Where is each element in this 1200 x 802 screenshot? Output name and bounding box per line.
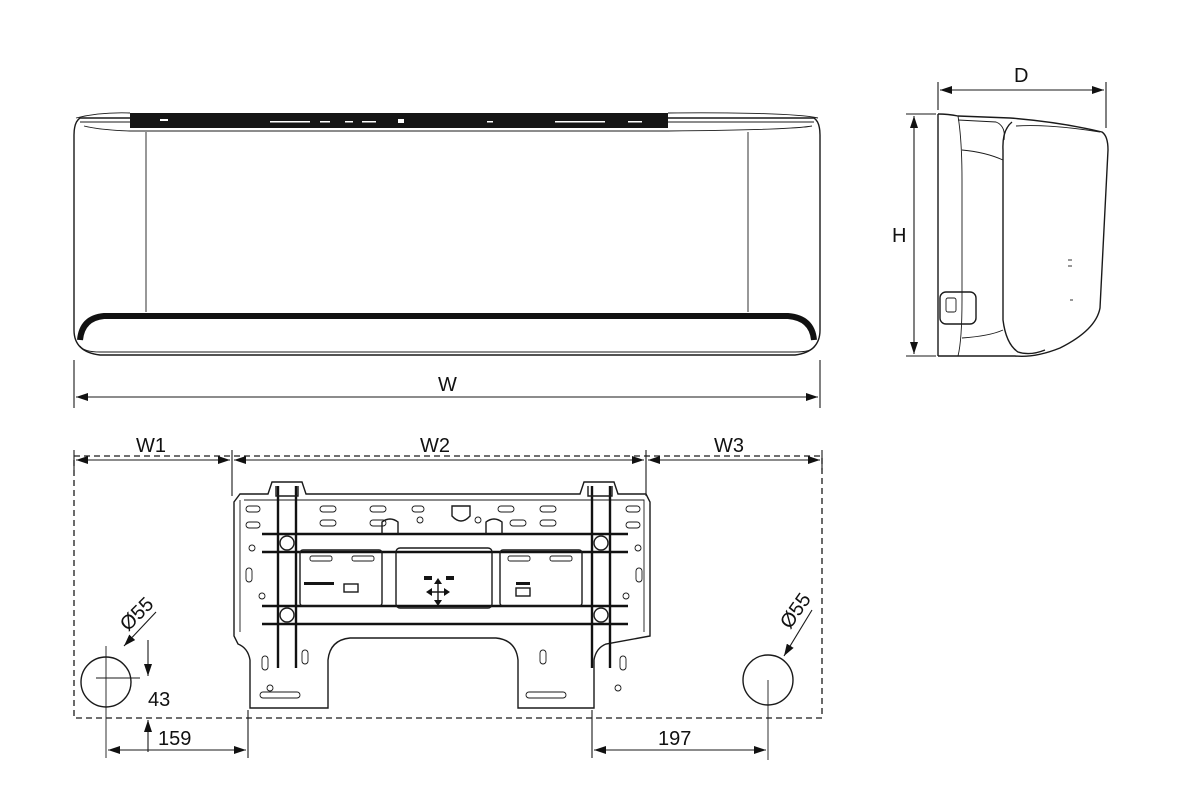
left-pipe-hole: Ø55 [80, 593, 158, 758]
label-197: 197 [658, 728, 691, 750]
label-d: D [1014, 65, 1028, 87]
dimension-h: H [892, 113, 936, 357]
label-w: W [438, 374, 457, 396]
mounting-plate [233, 481, 651, 709]
dimension-w: W [73, 360, 821, 408]
mounting-outline [73, 455, 823, 719]
label-w3: W3 [714, 435, 744, 457]
label-43: 43 [148, 689, 170, 711]
dimension-159: 159 [108, 710, 249, 758]
right-pipe-hole: Ø55 [742, 589, 816, 760]
side-view [937, 113, 1109, 358]
label-diameter-right: Ø55 [776, 589, 816, 633]
label-diameter-left: Ø55 [116, 593, 158, 635]
label-159: 159 [158, 728, 191, 750]
label-w1: W1 [136, 435, 166, 457]
label-w2: W2 [420, 435, 450, 457]
label-h: H [892, 225, 906, 247]
dimension-w1-w2-w3: W1 W2 W3 [73, 435, 823, 496]
dimension-d: D [937, 65, 1107, 128]
front-view [73, 112, 821, 356]
dimension-197: 197 [591, 710, 766, 758]
